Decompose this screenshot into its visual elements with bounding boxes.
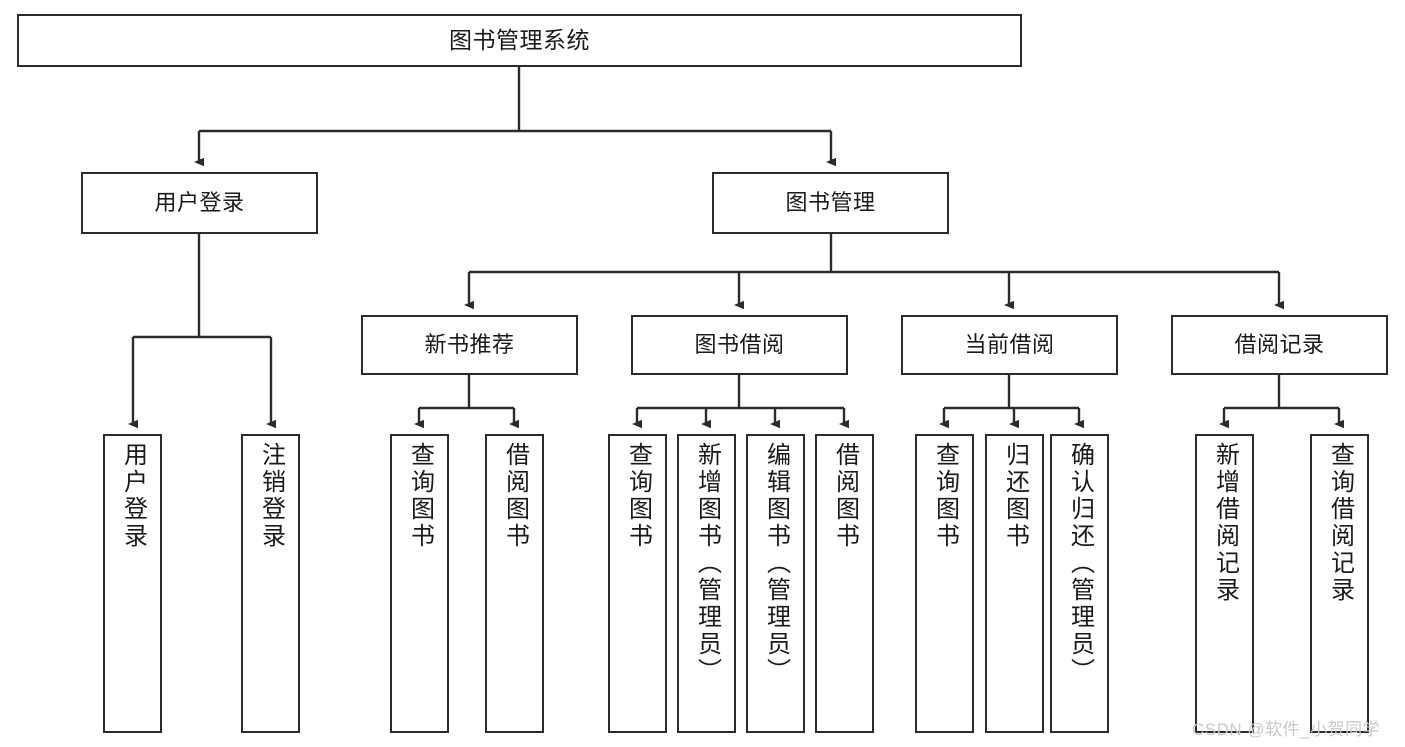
leaf-book-borrow-add[interactable]: 新增图书（管理员）	[677, 434, 736, 733]
leaf-user-login-signout[interactable]: 注销登录	[241, 434, 300, 733]
leaf-book-borrow-borrow[interactable]: 借阅图书	[815, 434, 874, 733]
node-label: 新增借阅记录	[1211, 442, 1239, 604]
leaf-borrow-record-query[interactable]: 查询借阅记录	[1310, 434, 1369, 733]
leaf-user-login-signin[interactable]: 用户登录	[103, 434, 162, 733]
leaf-borrow-record-add[interactable]: 新增借阅记录	[1195, 434, 1254, 733]
node-book-borrow[interactable]: 图书借阅	[631, 315, 848, 375]
node-label: 用户登录	[119, 442, 147, 550]
node-label: 注销登录	[257, 442, 285, 550]
node-label: 查询图书	[624, 442, 652, 550]
node-current-borrow[interactable]: 当前借阅	[901, 315, 1118, 375]
node-label: 用户登录	[154, 189, 245, 215]
leaf-new-book-borrow[interactable]: 借阅图书	[485, 434, 544, 733]
node-label: 借阅记录	[1234, 331, 1325, 357]
node-label: 确认归还（管理员）	[1066, 442, 1094, 685]
node-label: 查询图书	[931, 442, 959, 550]
node-label: 查询图书	[406, 442, 434, 550]
node-borrow-records[interactable]: 借阅记录	[1171, 315, 1388, 375]
node-label: 归还图书	[1001, 442, 1029, 550]
leaf-current-borrow-query[interactable]: 查询图书	[915, 434, 974, 733]
node-label: 图书借阅	[694, 331, 785, 357]
leaf-current-borrow-return[interactable]: 归还图书	[985, 434, 1044, 733]
node-label: 当前借阅	[964, 331, 1055, 357]
node-label: 图书管理	[785, 189, 876, 215]
watermark-csdn: CSDN @软件_小贺同学	[1192, 720, 1381, 739]
node-new-book-recommend[interactable]: 新书推荐	[361, 315, 578, 375]
leaf-current-borrow-confirm-return[interactable]: 确认归还（管理员）	[1050, 434, 1109, 733]
node-label: 查询借阅记录	[1326, 442, 1354, 604]
leaf-book-borrow-query[interactable]: 查询图书	[608, 434, 667, 733]
leaf-new-book-query[interactable]: 查询图书	[390, 434, 449, 733]
node-user-login[interactable]: 用户登录	[81, 172, 318, 234]
node-label: 新书推荐	[424, 331, 515, 357]
node-label: 编辑图书（管理员）	[762, 442, 790, 685]
node-label: 借阅图书	[501, 442, 529, 550]
node-book-management[interactable]: 图书管理	[712, 172, 949, 234]
node-label: 图书管理系统	[449, 26, 590, 53]
leaf-book-borrow-edit[interactable]: 编辑图书（管理员）	[746, 434, 805, 733]
node-root-book-management-system[interactable]: 图书管理系统	[17, 14, 1022, 67]
node-label: 新增图书（管理员）	[693, 442, 721, 685]
node-label: 借阅图书	[831, 442, 859, 550]
